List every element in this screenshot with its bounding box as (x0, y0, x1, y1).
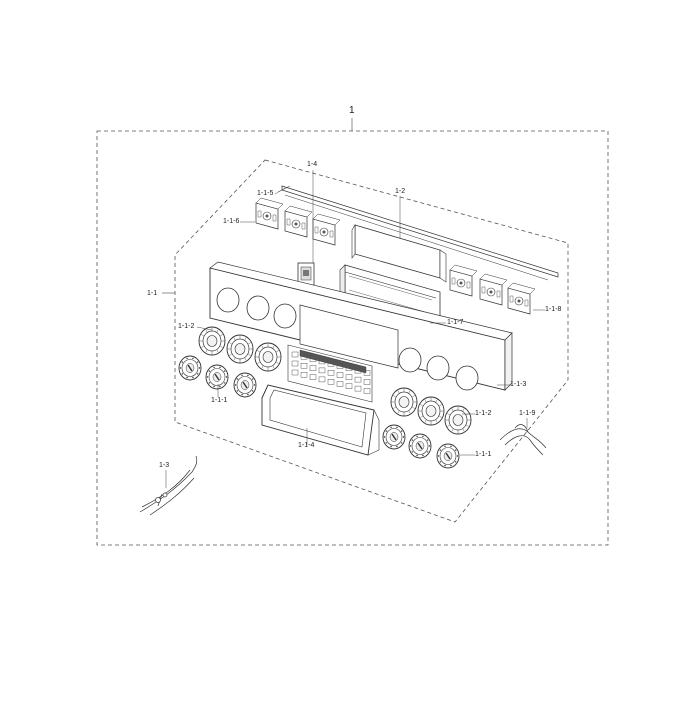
holder-right (507, 282, 536, 315)
bezel-left-leader (196, 326, 213, 331)
label-assembly: 1 (349, 105, 355, 116)
keypad-area (287, 344, 373, 403)
panel-hole (246, 295, 270, 321)
right-holder-group (449, 264, 536, 315)
label-bezel-left: 1-1-2 (178, 323, 195, 330)
bezel (198, 326, 226, 356)
bezel-group (198, 326, 472, 435)
label-bezel-right: 1-1-2 (475, 410, 492, 417)
panel-hole (216, 287, 240, 313)
panel-hole (273, 303, 297, 329)
assembly-boundary (96, 130, 609, 546)
bracket-strip (277, 185, 559, 281)
label-knob-right: 1-1-1 (475, 451, 492, 458)
knob (178, 355, 202, 381)
knob (205, 364, 229, 390)
holder-right (449, 264, 478, 297)
bezel (444, 405, 472, 435)
label-window: 1-1-4 (298, 442, 315, 449)
panel-assembly-boundary (174, 159, 569, 523)
left-holder-group (255, 197, 341, 246)
label-wire-harness: 1-3 (159, 462, 170, 469)
holder-left (312, 213, 341, 246)
label-bracket-strip: 1-1-5 (257, 190, 274, 197)
label-holder-right: 1-1-8 (545, 306, 562, 313)
label-knob-left: 1-1-1 (211, 397, 228, 404)
holder-left (255, 197, 284, 230)
knob (233, 372, 257, 398)
knob (408, 433, 432, 459)
module-part (297, 262, 315, 286)
bezel (226, 334, 254, 364)
bezel (390, 387, 418, 417)
label-panel-frame: 1-1-3 (510, 381, 527, 388)
cover-part (351, 223, 447, 283)
label-display: 1-1-7 (447, 319, 464, 326)
label-cover: 1-2 (395, 188, 406, 195)
panel-hole-group (216, 287, 479, 391)
knob (436, 443, 460, 469)
knob-group (178, 355, 460, 469)
label-module: 1-4 (307, 161, 318, 168)
panel-hole (398, 347, 422, 373)
label-holder-left: 1-1-6 (223, 218, 240, 225)
panel-hole (426, 355, 450, 381)
window-part (261, 384, 380, 456)
wire-clip (499, 424, 547, 456)
bezel (417, 396, 445, 426)
holder-left (284, 205, 313, 238)
wire-harness (139, 455, 198, 516)
panel-hole (455, 365, 479, 391)
label-panel-assembly: 1-1 (147, 290, 158, 297)
label-wire-clip: 1-1-9 (519, 410, 536, 417)
bezel (254, 342, 282, 372)
bracket-strip-leader (274, 187, 286, 195)
holder-right (479, 273, 508, 306)
knob (382, 424, 406, 450)
